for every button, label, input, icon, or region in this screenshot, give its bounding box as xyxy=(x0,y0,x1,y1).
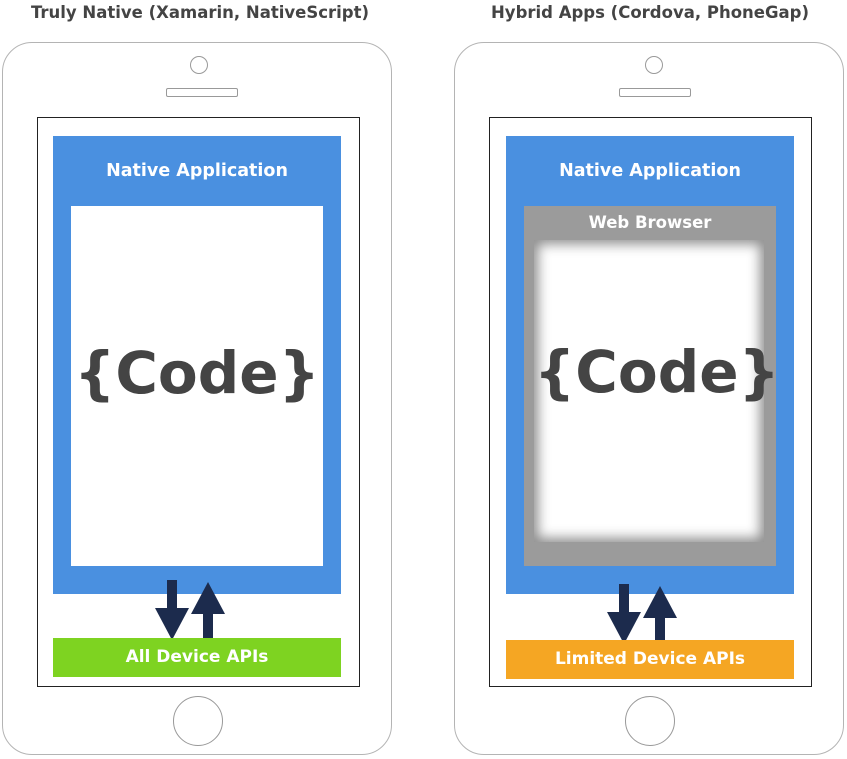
web-browser-label: Web Browser xyxy=(588,213,712,232)
arrow-down-icon xyxy=(155,580,189,640)
speaker-icon xyxy=(166,88,238,97)
speaker-icon xyxy=(619,88,691,97)
api-arrows xyxy=(607,584,677,646)
right-phone-frame: Native Application Web Browser {Code} Li… xyxy=(454,42,844,755)
arrow-down-icon xyxy=(607,584,641,644)
camera-icon xyxy=(645,56,663,74)
code-area: {Code} xyxy=(71,206,323,566)
web-browser-container: Web Browser {Code} xyxy=(524,206,780,566)
arrow-up-icon xyxy=(643,586,677,646)
camera-icon xyxy=(190,56,208,74)
code-label: {Code} xyxy=(534,338,780,406)
browser-content-area: {Code} xyxy=(534,240,780,542)
right-phone-screen: Native Application Web Browser {Code} Li… xyxy=(489,117,812,687)
all-device-apis-bar: All Device APIs xyxy=(53,638,341,677)
limited-device-apis-bar: Limited Device APIs xyxy=(506,640,794,679)
native-application-label: Native Application xyxy=(559,161,741,181)
left-panel-title: Truly Native (Xamarin, NativeScript) xyxy=(30,3,370,22)
code-label: {Code} xyxy=(74,339,320,407)
left-phone-frame: Native Application {Code} All Device API… xyxy=(2,42,392,755)
home-button-icon xyxy=(173,696,223,746)
native-application-container: Native Application Web Browser {Code} xyxy=(506,136,794,594)
native-application-container: Native Application {Code} xyxy=(53,136,341,594)
native-application-label: Native Application xyxy=(106,161,288,181)
left-phone-screen: Native Application {Code} All Device API… xyxy=(37,117,360,687)
api-arrows xyxy=(155,580,225,642)
arrow-up-icon xyxy=(191,582,225,642)
home-button-icon xyxy=(625,696,675,746)
right-panel-title: Hybrid Apps (Cordova, PhoneGap) xyxy=(491,3,809,22)
